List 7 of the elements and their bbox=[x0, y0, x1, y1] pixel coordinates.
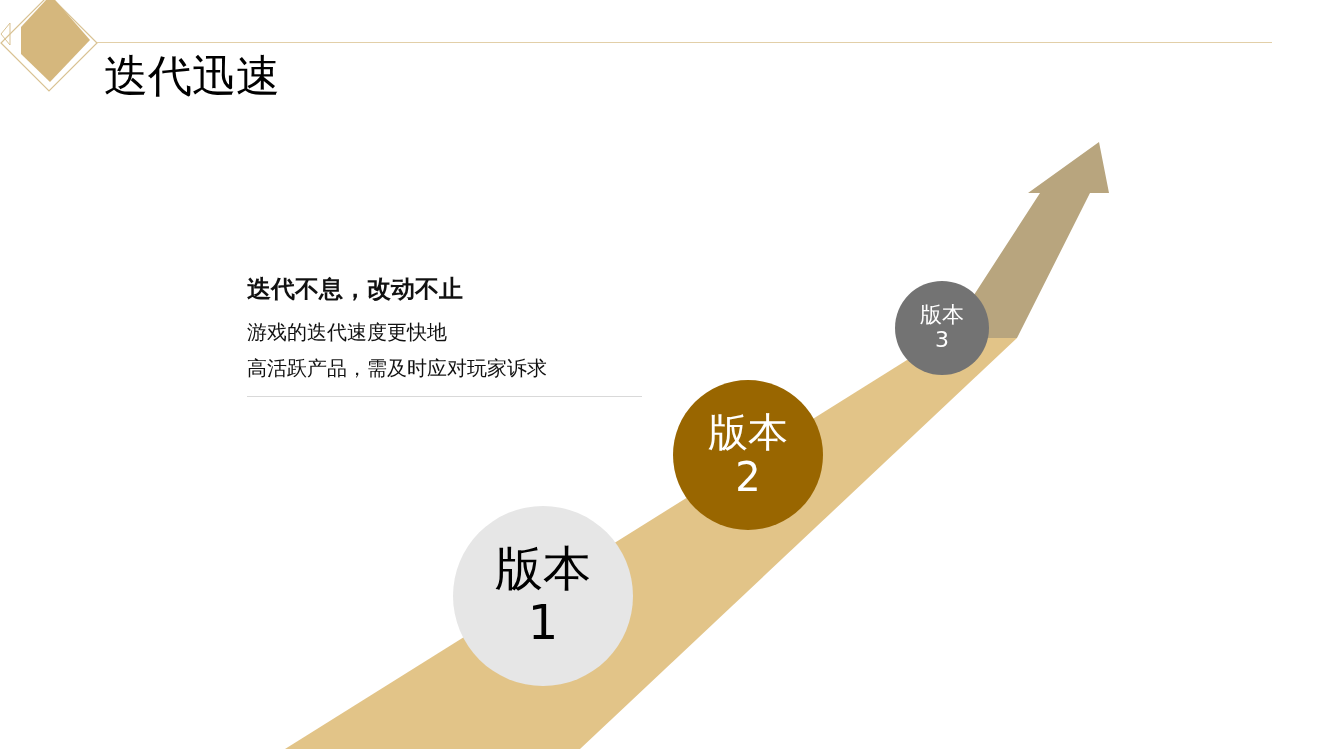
body-text: 游戏的迭代速度更快地 bbox=[247, 319, 447, 345]
section-heading: 迭代不息，改动不止 bbox=[247, 274, 463, 305]
body-text: 高活跃产品，需及时应对玩家诉求 bbox=[247, 355, 547, 381]
version-label: 版本3 bbox=[919, 303, 965, 353]
version-label: 版本1 bbox=[494, 542, 592, 650]
version-label: 版本2 bbox=[707, 410, 789, 500]
slide-title: 迭代迅速 bbox=[104, 49, 280, 103]
